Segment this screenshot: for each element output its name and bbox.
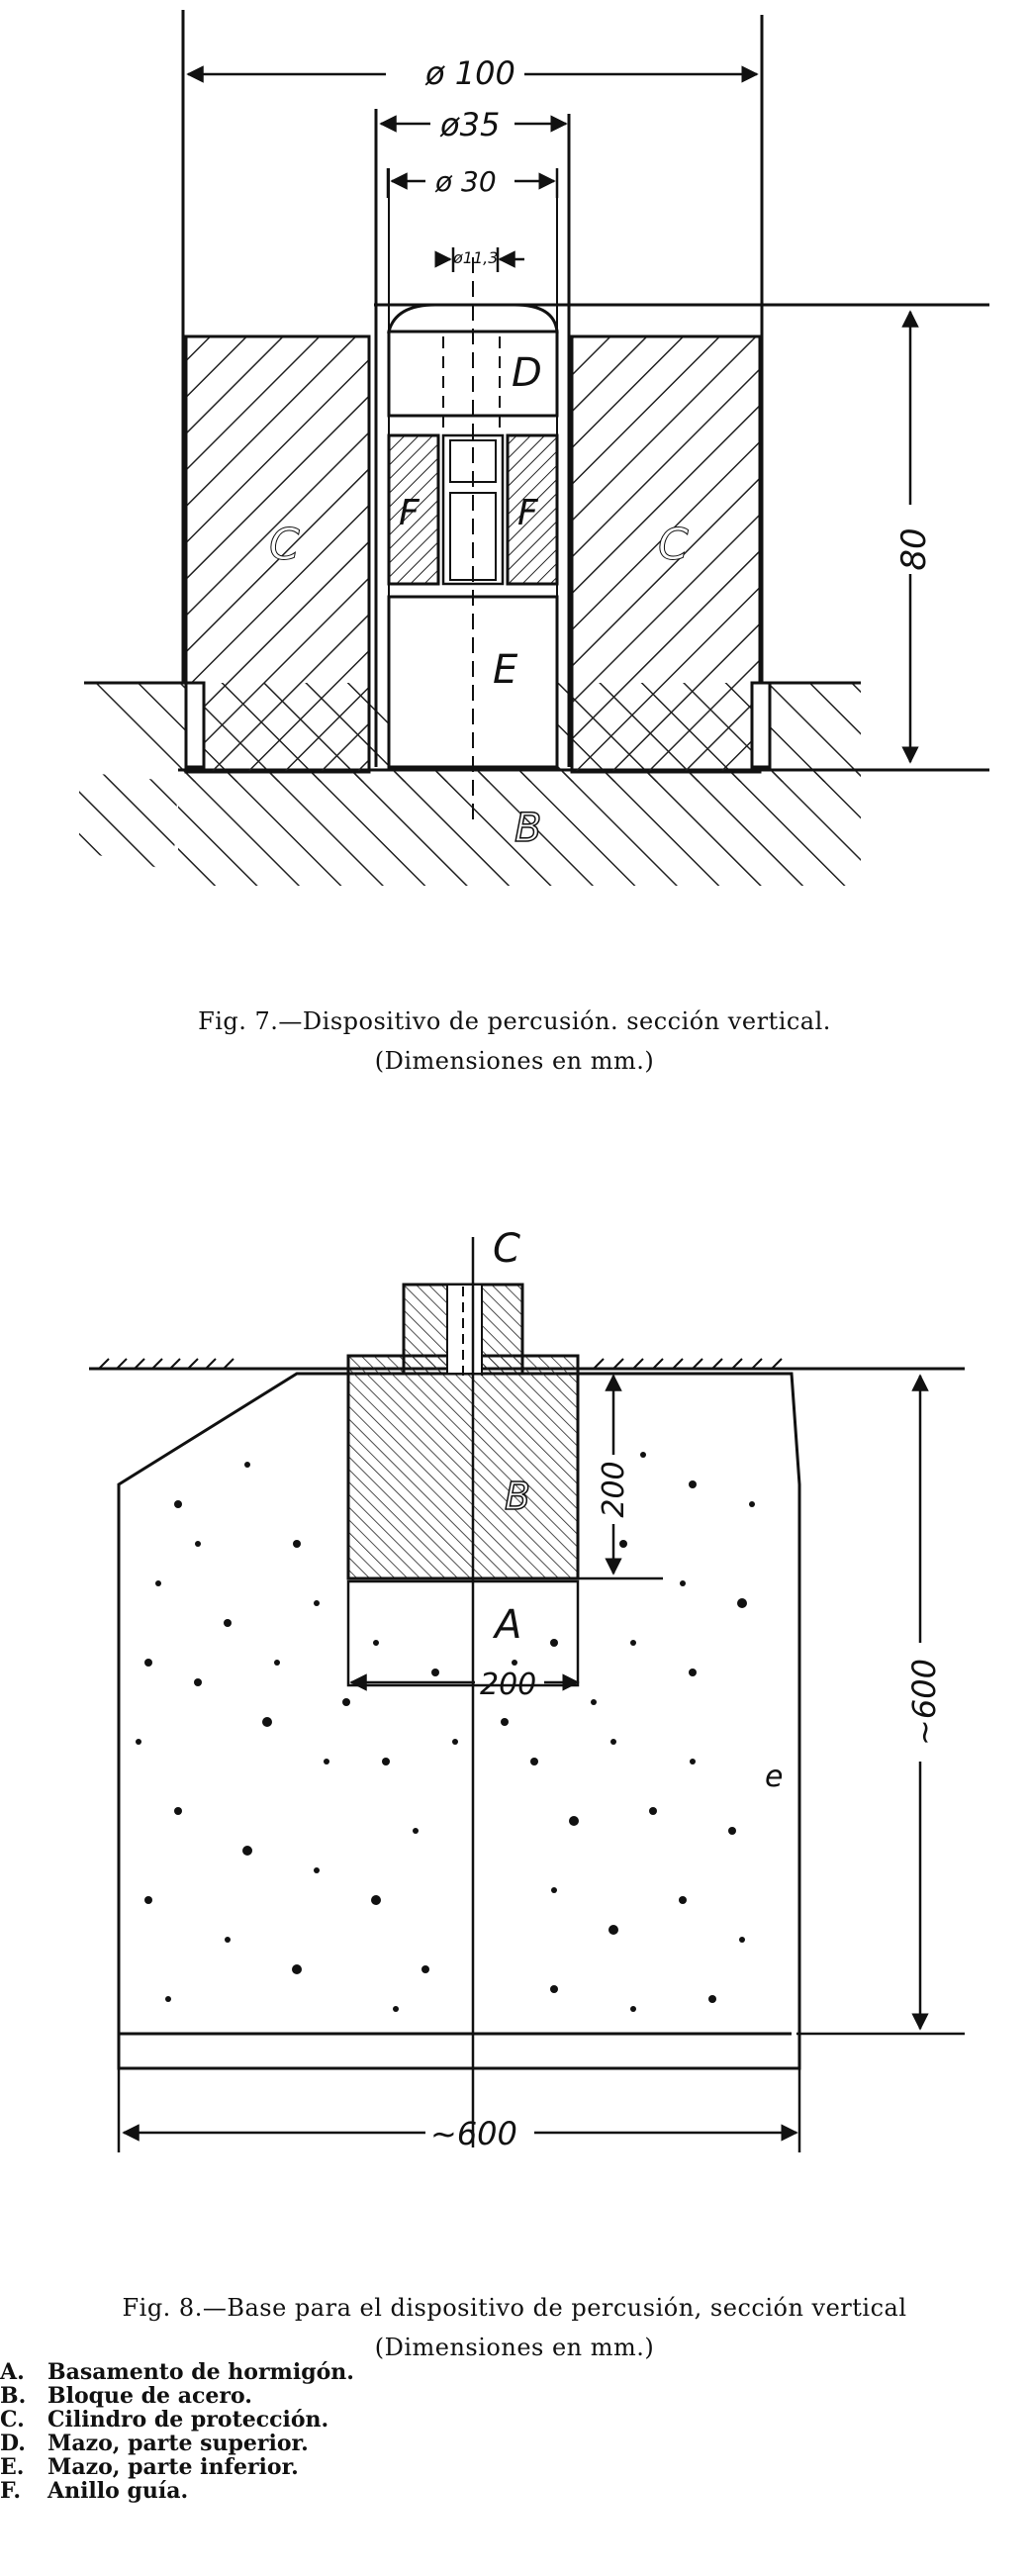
fig7-label-B: B (514, 806, 541, 851)
fig7-dim-100: ø 100 (424, 54, 515, 92)
fig8-dim-200-vertical: 200 (597, 1461, 631, 1517)
fig8-caption-units: (Dimensiones en mm.) (374, 2334, 655, 2361)
fig7-dim-113: ø11,3 (452, 248, 498, 267)
legend-list: A.Basamento de hormigón. B.Bloque de ace… (0, 2360, 752, 2503)
legend-item: A.Basamento de hormigón. (0, 2359, 354, 2385)
fig7-dim-80: 80 (894, 527, 934, 570)
concrete-aggregate (136, 1452, 755, 2012)
fig7-dim-35: ø35 (439, 106, 500, 143)
fig7-label-D: D (512, 350, 542, 396)
fig8-label-C: C (493, 1226, 520, 1272)
fig7-dimensions (186, 65, 919, 764)
fig8-label-e: e (765, 1760, 783, 1794)
fig8-label-B: B (505, 1475, 530, 1518)
fig7-label-E: E (493, 647, 518, 693)
fig7-dim-30: ø 30 (434, 165, 497, 198)
legend-item: C.Cilindro de protección. (0, 2407, 329, 2433)
fig8-dim-200-horizontal: 200 (480, 1668, 536, 1702)
fig8-label-A: A (492, 1602, 521, 1648)
legend-item: B.Bloque de acero. (0, 2383, 252, 2409)
protection-cylinder-left (184, 334, 371, 774)
guide-ring-right-F (506, 433, 559, 586)
fig7-label-C-right: C (658, 520, 689, 570)
fig7-caption-units: (Dimensiones en mm.) (374, 1047, 655, 1075)
legend-item: D.Mazo, parte superior. (0, 2431, 309, 2456)
guide-ring-left-F (387, 433, 440, 586)
steel-block-B (346, 1354, 580, 1580)
fig7-caption: Fig. 7.—Dispositivo de percusión. secció… (198, 1007, 831, 1035)
fig8-text: C B A e 200 200 ~600 ~600 (430, 1226, 943, 2152)
protection-cylinder-right (570, 334, 762, 774)
fig7-drawing (79, 10, 989, 886)
fig7-text: ø 100 ø35 ø 30 ø11,3 80 D F F E C C B (269, 54, 935, 852)
fig8-dim-600-vertical: ~600 (905, 1659, 943, 1746)
fig8-dimensions (117, 1374, 965, 2152)
fig7-label-C-left: C (269, 520, 300, 570)
fig8-caption: Fig. 8.—Base para el dispositivo de perc… (122, 2294, 907, 2322)
fig8-dim-600-horizontal: ~600 (430, 2115, 517, 2152)
legend-item: F.Anillo guía. (0, 2478, 189, 2504)
fig7-label-F-left: F (399, 493, 421, 533)
fig8-drawing (89, 1237, 965, 2152)
legend-item: E.Mazo, parte inferior. (0, 2454, 299, 2480)
fig7-label-F-right: F (517, 493, 539, 533)
